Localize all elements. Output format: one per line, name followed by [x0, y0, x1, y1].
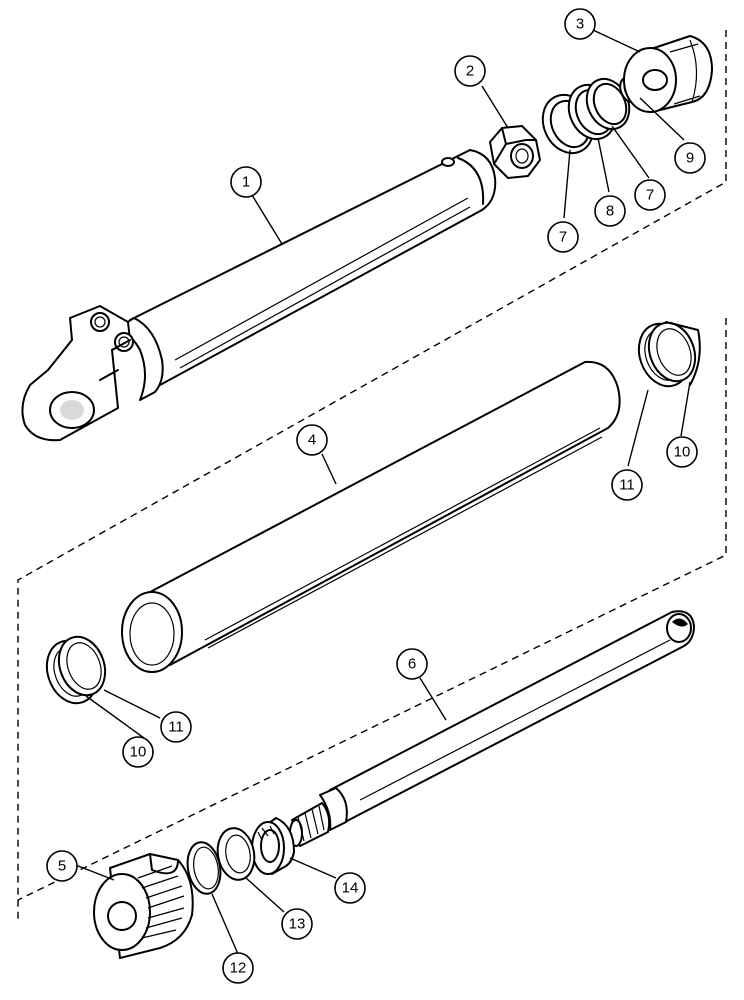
upper-boundary: [17, 30, 727, 920]
svg-text:2: 2: [466, 63, 474, 80]
callout-3: 3: [564, 8, 596, 40]
callout-6: 6: [396, 648, 428, 680]
svg-text:7: 7: [559, 229, 567, 246]
svg-text:3: 3: [576, 16, 584, 33]
callout-10-upper: 10: [666, 436, 698, 468]
callout-11-upper: 11: [611, 469, 643, 501]
callout-2: 2: [454, 55, 486, 87]
leader-lines: [67, 29, 691, 955]
assembly-boundary-lines: [17, 30, 727, 920]
callout-7-right: 7: [634, 179, 666, 211]
part-12-o-ring: [186, 841, 222, 895]
svg-text:7: 7: [646, 187, 654, 204]
callout-9: 9: [674, 142, 706, 174]
part-7-8-rings: [541, 77, 631, 155]
callout-12: 12: [222, 952, 254, 984]
svg-text:9: 9: [686, 150, 694, 167]
callout-14: 14: [334, 872, 366, 904]
part-4-barrel: [121, 360, 621, 673]
svg-text:14: 14: [342, 880, 359, 897]
svg-text:6: 6: [408, 656, 416, 673]
svg-text:12: 12: [230, 960, 247, 977]
svg-text:13: 13: [289, 916, 306, 933]
part-1-cylinder-tube: [21, 149, 497, 442]
callout-1: 1: [230, 166, 262, 198]
svg-text:4: 4: [308, 432, 316, 449]
svg-text:5: 5: [58, 858, 66, 875]
svg-text:10: 10: [130, 744, 147, 761]
svg-text:11: 11: [619, 477, 635, 494]
part-10-11-seals-lower: [45, 635, 107, 705]
svg-text:8: 8: [606, 203, 614, 220]
lower-boundary: [17, 318, 727, 901]
callout-13: 13: [281, 908, 313, 940]
callout-10-lower: 10: [122, 736, 154, 768]
part-6-piston-rod: [289, 610, 695, 847]
callout-4: 4: [296, 424, 328, 456]
callout-8: 8: [594, 195, 626, 227]
svg-text:10: 10: [674, 444, 691, 461]
callout-11-lower: 11: [160, 711, 192, 743]
part-14-bushing: [251, 817, 295, 875]
callout-5: 5: [46, 850, 78, 882]
part-10-11-seals-upper: [637, 321, 701, 388]
svg-text:1: 1: [242, 174, 250, 191]
part-2-nut: [489, 125, 541, 179]
svg-text:11: 11: [168, 719, 184, 736]
part-5-gland: [93, 853, 194, 959]
callout-7-left: 7: [547, 221, 579, 253]
part-3-piston: [623, 35, 713, 113]
